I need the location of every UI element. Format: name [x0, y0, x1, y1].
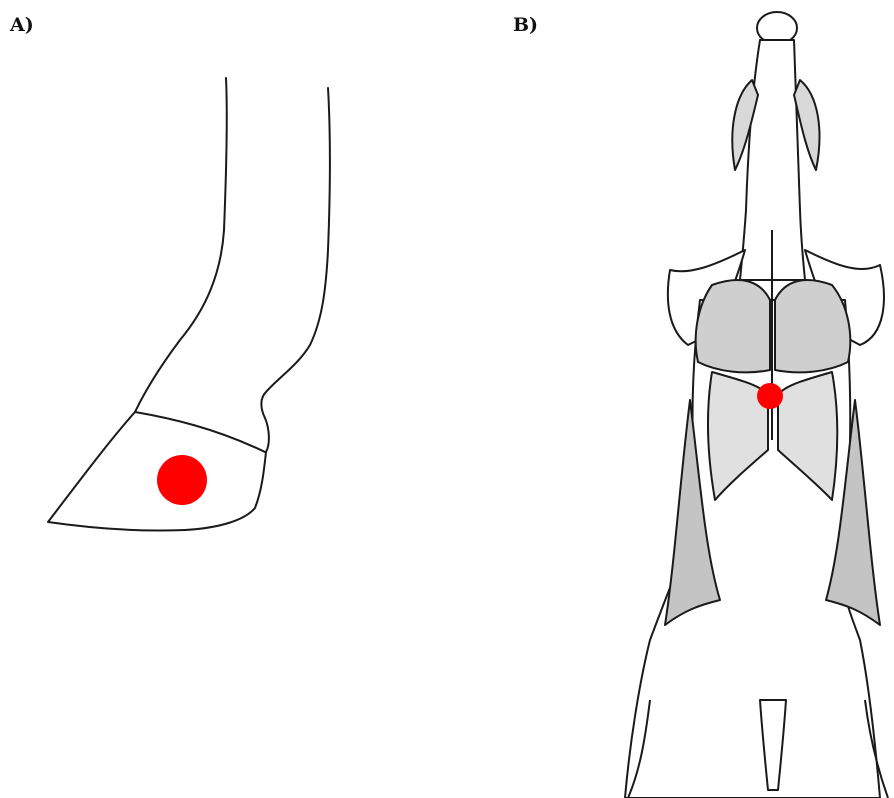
right-shoulder-muscle: [775, 280, 850, 372]
anatomy-marker-dot: [757, 383, 783, 409]
left-shoulder-muscle: [696, 280, 770, 372]
